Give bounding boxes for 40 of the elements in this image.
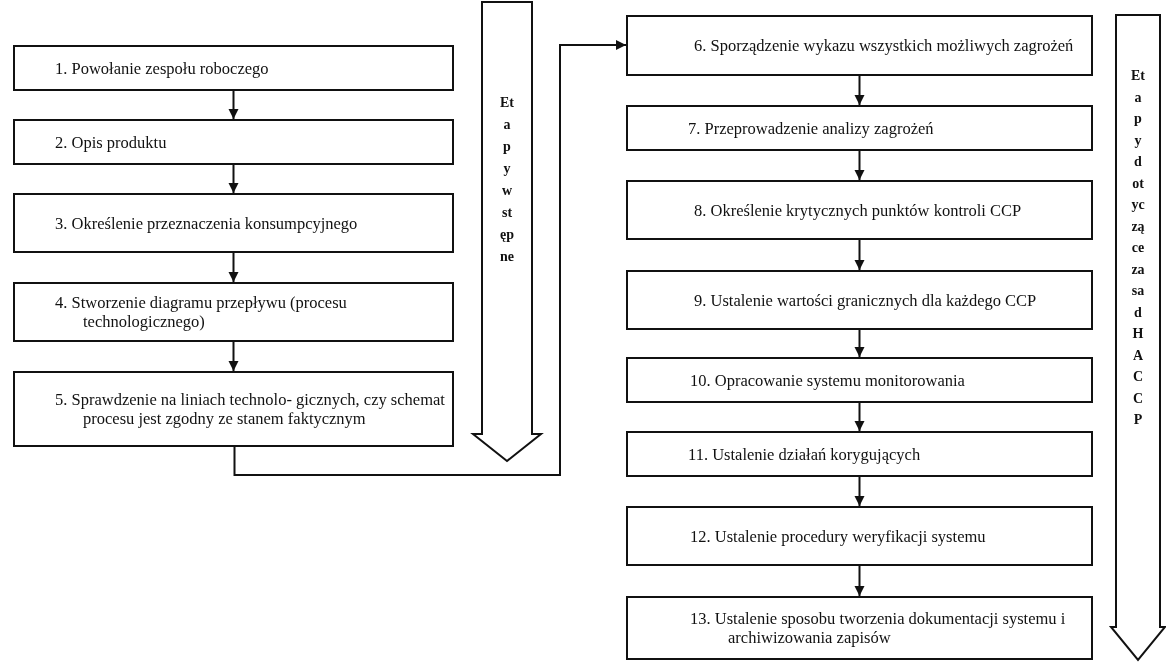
process-box [626,431,1093,477]
step-text: 13. Ustalenie sposobu tworzenia dokumentacji systemu i archiwizowania zapisów [689,609,1067,647]
process-box [626,105,1093,151]
step-text: 9. Ustalenie wartości granicznych dla każdego CCP [693,290,1038,310]
step-text: 12. Ustalenie procedury weryfikacji systemu [689,526,987,546]
arrow [228,164,239,194]
step-text: 4. Stworzenie diagramu przepływu (procesu technologicznego) [54,293,348,331]
arrow [228,341,239,372]
arrow [854,75,865,106]
process-box [13,193,454,253]
stage-label: Etapy wstępne [500,94,514,266]
step-text: 7. Przeprowadzenie analizy zagrożeń [687,118,935,138]
process-box [626,270,1093,330]
step-text: 5. Sprawdzenie na liniach technolo- gicznych, czy schemat procesu jest zgodny ze stanem faktycznym [54,390,446,428]
arrow [854,402,865,432]
step-text: 6. Sporządzenie wykazu wszystkich możliwych zagrożeń [693,36,1075,55]
step-text: 10. Opracowanie systemu monitorowania [689,370,966,390]
process-box [626,596,1093,660]
step-text: 1. Powołanie zespołu roboczego [54,58,270,78]
process-box [626,506,1093,566]
process-box [13,282,454,342]
stage-label: Etapy dotyczące zasad HACCP [1131,67,1145,429]
process-box [13,119,454,165]
arrow [854,239,865,271]
process-box [626,15,1093,76]
arrow [854,476,865,507]
arrow [854,565,865,597]
arrow [233,40,627,476]
step-text: 2. Opis produktu [54,132,168,152]
step-text: 8. Określenie krytycznych punktów kontroli CCP [693,200,1023,220]
arrow [854,150,865,181]
arrow [854,329,865,358]
arrow [228,90,239,120]
process-box [626,180,1093,240]
step-text: 11. Ustalenie działań korygujących [687,444,922,464]
process-box [626,357,1093,403]
process-box [13,45,454,91]
step-text: 3. Określenie przeznaczenia konsumpcyjnego [54,213,359,233]
arrow [228,252,239,283]
process-box [13,371,454,447]
